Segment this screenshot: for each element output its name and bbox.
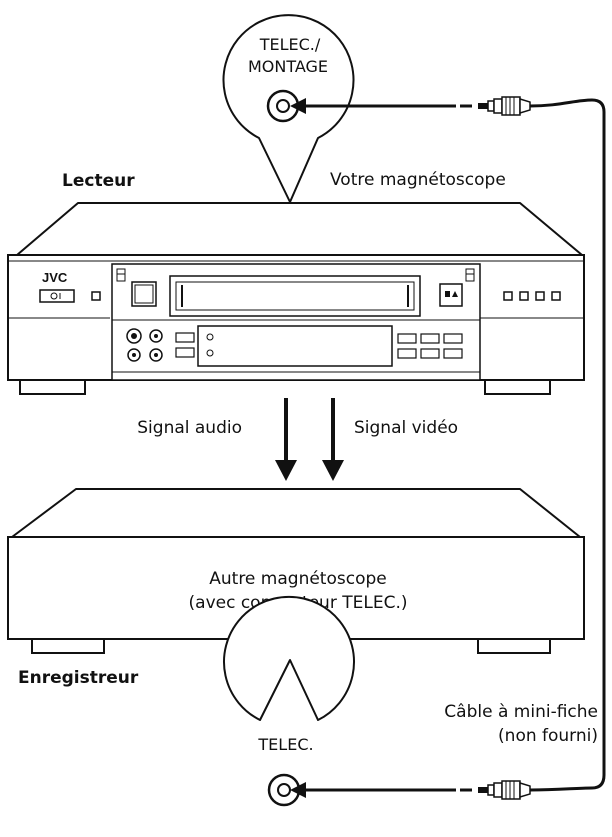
bottom-callout: TELEC. — [223, 595, 355, 807]
video-signal-label: Signal vidéo — [354, 418, 458, 438]
top-callout-line1: TELEC./ — [259, 35, 321, 54]
video-signal-arrow — [322, 398, 344, 481]
recorder-name-line1: Autre magnétoscope — [209, 569, 386, 589]
bottom-mini-plug-icon — [477, 780, 531, 800]
bottom-plug-arrow — [290, 782, 472, 798]
eject-button-icon — [439, 283, 463, 307]
brand-logo: JVC — [42, 270, 68, 285]
audio-signal-arrow — [275, 398, 297, 481]
bottom-callout-label: TELEC. — [257, 735, 313, 754]
top-mini-plug-icon — [477, 96, 531, 116]
top-callout-line2: MONTAGE — [248, 57, 328, 76]
mini-plug-cable — [529, 98, 606, 792]
cable-label-line2: (non fourni) — [498, 726, 598, 746]
remote-jack-icon — [266, 89, 300, 123]
player-name-label: Votre magnétoscope — [330, 170, 506, 190]
top-plug-arrow — [290, 98, 472, 114]
player-vcr: JVC — [7, 202, 585, 395]
player-role-label: Lecteur — [62, 171, 135, 191]
recorder-role-label: Enregistreur — [18, 668, 139, 688]
top-callout: TELEC./ MONTAGE — [222, 14, 355, 203]
audio-signal-label: Signal audio — [137, 418, 242, 438]
cable-label-line1: Câble à mini-fiche — [444, 702, 598, 722]
